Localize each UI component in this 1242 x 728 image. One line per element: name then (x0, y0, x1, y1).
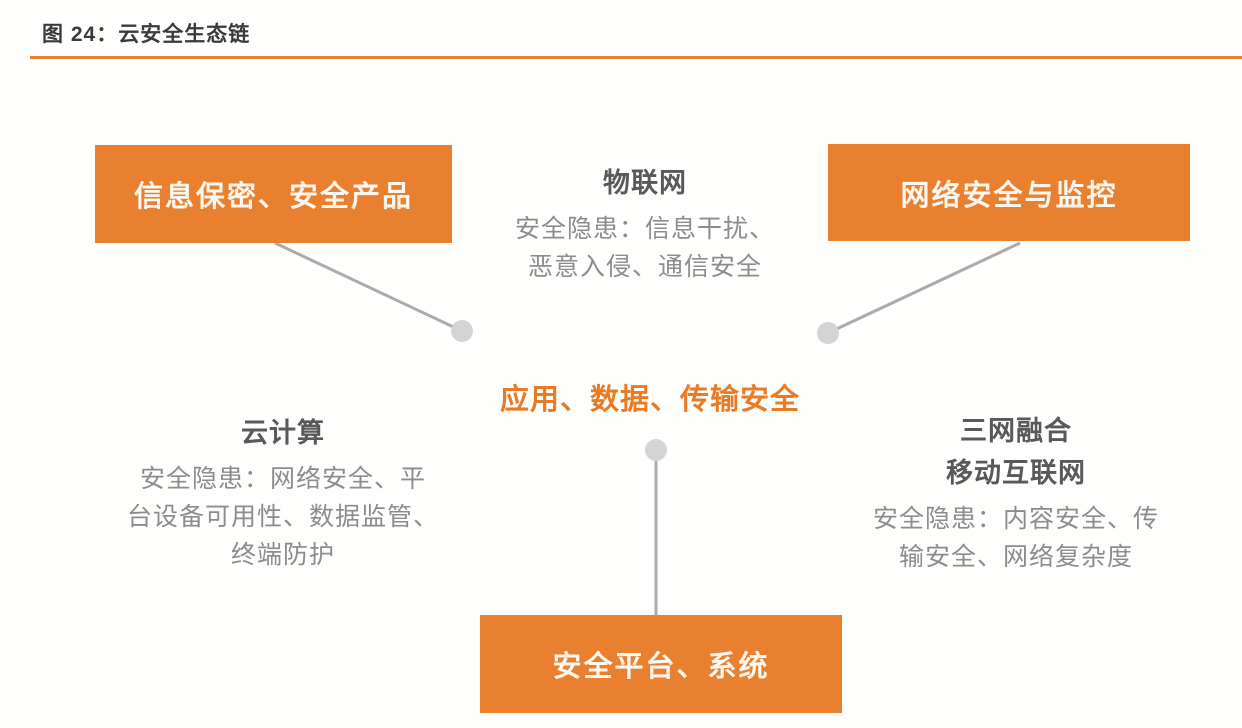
connector-endpoint-dot-bottom (645, 439, 667, 461)
node-network-security-monitoring: 网络安全与监控 (828, 144, 1190, 241)
node-info-security-products-label: 信息保密、安全产品 (133, 181, 413, 213)
group-cloud-computing-body-line: 台设备可用性、数据监管、 (126, 503, 439, 531)
connector-endpoint-dot-left (451, 320, 473, 342)
node-network-security-monitoring-label: 网络安全与监控 (900, 179, 1118, 212)
group-cloud-computing: 云计算 安全隐患：网络安全、平 台设备可用性、数据监管、 终端防护 (118, 412, 448, 574)
group-triple-play-body-line: 输安全、网络复杂度 (898, 543, 1133, 571)
group-triple-play-body-line: 安全隐患：内容安全、传 (872, 505, 1159, 533)
figure-title: 图 24：云安全生态链 (42, 23, 251, 46)
group-triple-play-mobile-internet: 三网融合 移动互联网 安全隐患：内容安全、传 输安全、网络复杂度 (853, 410, 1179, 576)
group-iot: 物联网 安全隐患：信息干扰、 恶意入侵、通信安全 (478, 162, 812, 286)
group-iot-body-line: 安全隐患：信息干扰、 (514, 215, 775, 243)
group-cloud-computing-title: 云计算 (241, 418, 325, 448)
group-cloud-computing-body-line: 终端防护 (230, 541, 335, 569)
connector-top-right-to-center (827, 241, 1021, 335)
group-triple-play-body: 安全隐患：内容安全、传 输安全、网络复杂度 (853, 500, 1179, 576)
group-iot-body: 安全隐患：信息干扰、 恶意入侵、通信安全 (478, 210, 812, 286)
title-underline-rule (30, 56, 1242, 59)
group-iot-body-line: 恶意入侵、通信安全 (527, 253, 762, 281)
node-info-security-products: 信息保密、安全产品 (95, 145, 452, 243)
group-mobile-internet-title: 移动互联网 (946, 458, 1086, 488)
connector-endpoint-dot-right (817, 322, 839, 344)
connector-top-left-to-center (274, 241, 463, 333)
group-cloud-computing-body: 安全隐患：网络安全、平 台设备可用性、数据监管、 终端防护 (118, 460, 448, 574)
node-security-platform-system: 安全平台、系统 (480, 615, 842, 713)
group-cloud-computing-body-line: 安全隐患：网络安全、平 (139, 465, 426, 493)
group-triple-play-title: 三网融合 (960, 416, 1072, 446)
group-iot-title: 物联网 (603, 168, 687, 198)
center-hub-label: 应用、数据、传输安全 (499, 384, 800, 416)
node-security-platform-system-label: 安全平台、系统 (552, 651, 770, 683)
